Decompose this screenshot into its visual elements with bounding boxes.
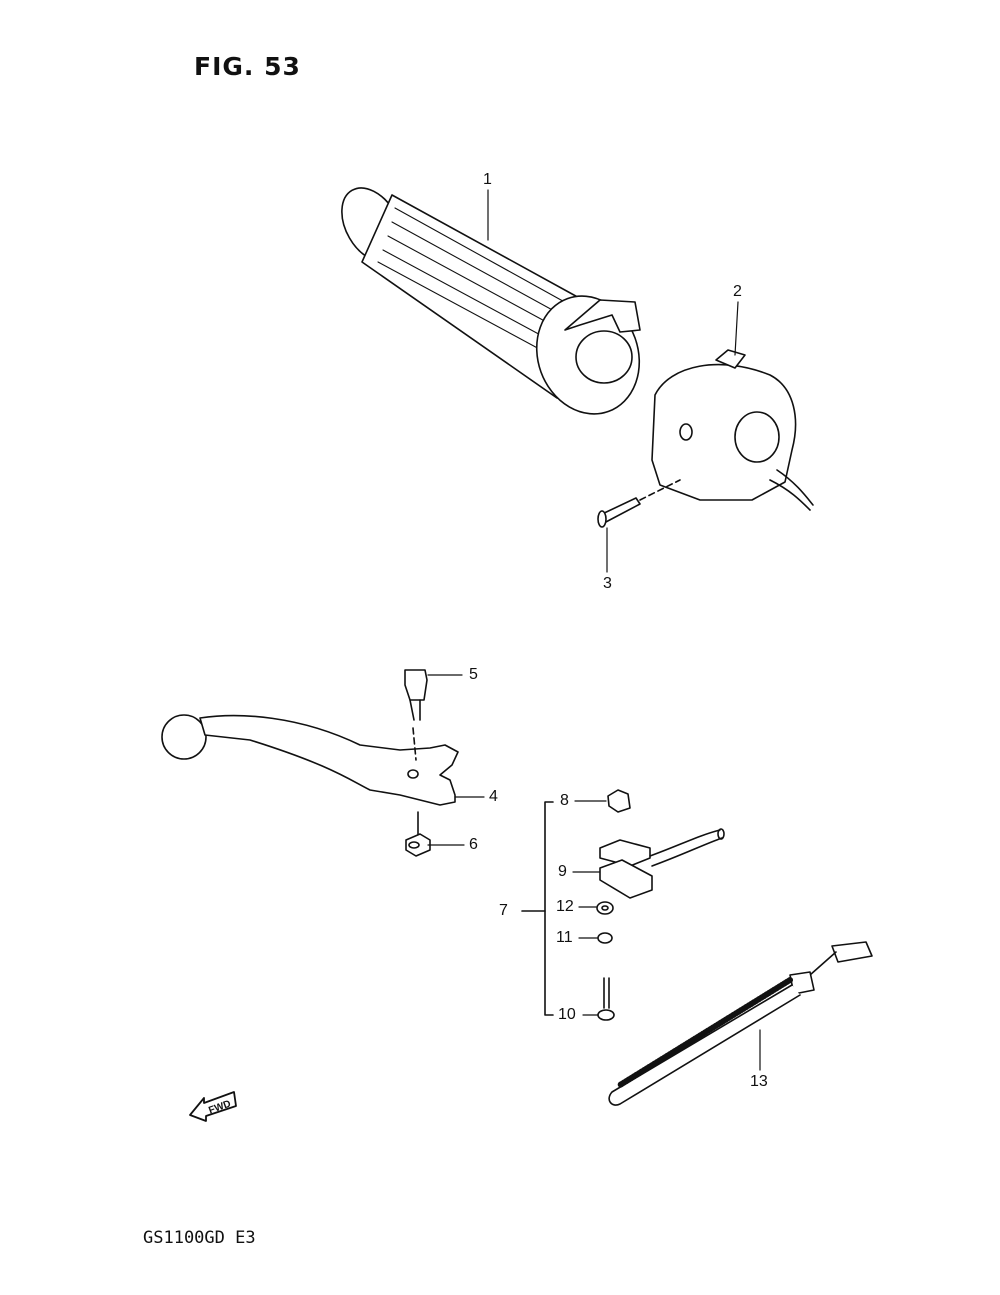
callout-6: 6 xyxy=(469,836,478,853)
callout-12: 12 xyxy=(556,898,574,915)
leader-lines xyxy=(427,189,761,1071)
callout-1: 1 xyxy=(483,171,492,188)
figure-title: FIG. 53 xyxy=(194,52,301,81)
switch-plate xyxy=(599,828,725,899)
small-screw xyxy=(597,977,615,1021)
switch-assembly-bracket xyxy=(521,801,554,1016)
callout-10: 10 xyxy=(558,1006,576,1023)
callout-13: 13 xyxy=(750,1073,768,1090)
switch-housing xyxy=(651,349,814,511)
callout-5: 5 xyxy=(469,666,478,683)
callout-7: 7 xyxy=(499,902,508,919)
brake-lever xyxy=(161,714,459,806)
callout-9: 9 xyxy=(558,863,567,880)
model-code: GS1100GD E3 xyxy=(143,1228,256,1248)
callout-11: 11 xyxy=(556,929,573,946)
screw xyxy=(597,479,681,528)
callout-2: 2 xyxy=(733,283,742,300)
fwd-arrow-icon xyxy=(189,1091,237,1122)
callout-8: 8 xyxy=(560,792,569,809)
lock-washer xyxy=(597,932,613,944)
callout-4: 4 xyxy=(489,788,498,805)
handlebar-grip xyxy=(341,187,641,415)
callout-3: 3 xyxy=(603,575,612,592)
cable-tie xyxy=(608,941,873,1106)
washer xyxy=(596,901,614,915)
switch-clip xyxy=(607,789,631,813)
pivot-bolt xyxy=(404,669,428,761)
nut xyxy=(405,811,431,857)
